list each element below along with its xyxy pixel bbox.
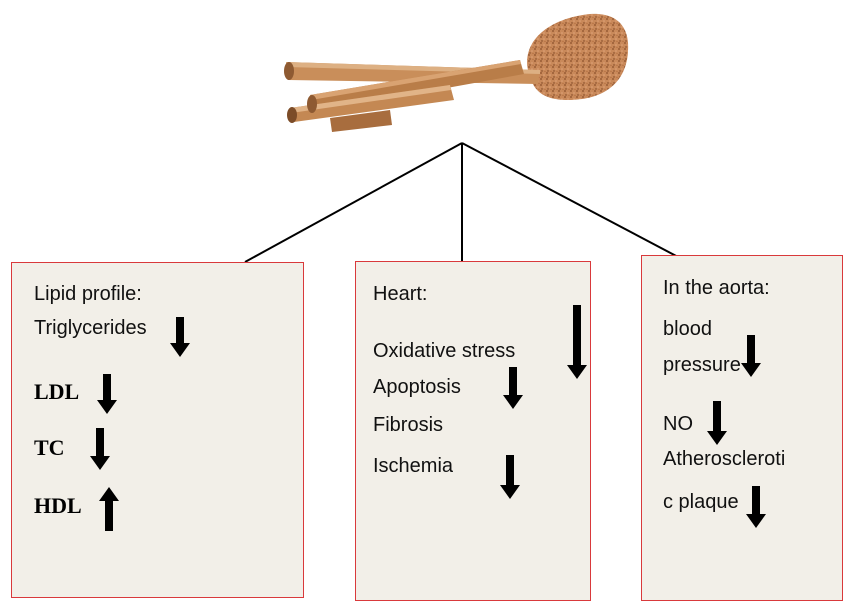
ischemia-down-arrow [500, 455, 520, 499]
ischemia-label: Ischemia [373, 454, 453, 478]
connector-right [462, 143, 680, 258]
tc-label: TC [34, 436, 65, 460]
lipid-profile-box [11, 262, 304, 598]
blood-pressure-down-arrow [741, 335, 761, 377]
cinnamon-illustration [270, 0, 630, 140]
apoptosis-down-arrow [503, 367, 523, 409]
connector-left [245, 143, 462, 262]
tc-down-arrow [90, 428, 110, 470]
ldl-label: LDL [34, 380, 79, 404]
blood-pressure-label-line1: blood [663, 317, 712, 341]
plaque-down-arrow [746, 486, 766, 528]
hdl-up-arrow [99, 487, 119, 531]
hdl-label: HDL [34, 494, 82, 518]
plaque-label-line1: Atheroscleroti [663, 447, 785, 471]
blood-pressure-label-line2: pressure [663, 353, 741, 377]
lipid-profile-title: Lipid profile: [34, 282, 142, 306]
heart-title: Heart: [373, 282, 427, 306]
triglycerides-label: Triglycerides [34, 316, 147, 340]
plaque-label-line2: c plaque [663, 490, 739, 514]
aorta-title: In the aorta: [663, 276, 770, 300]
cinnamon-sticks [284, 60, 540, 132]
cinnamon-powder [527, 14, 628, 100]
apoptosis-label: Apoptosis [373, 375, 461, 399]
fibrosis-label: Fibrosis [373, 413, 443, 437]
no-label: NO [663, 412, 693, 436]
no-down-arrow [707, 401, 727, 445]
oxidative-stress-down-arrow [567, 305, 587, 379]
oxidative-stress-label: Oxidative stress [373, 339, 515, 363]
ldl-down-arrow [97, 374, 117, 414]
triglycerides-down-arrow [170, 317, 190, 357]
